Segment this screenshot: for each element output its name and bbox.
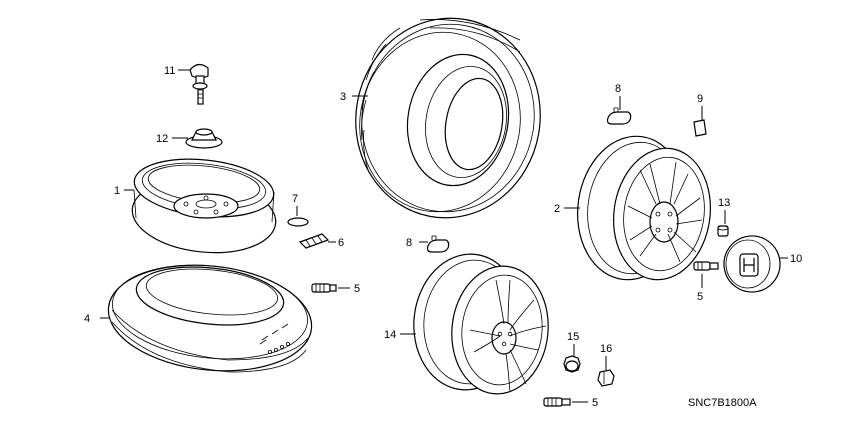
- leader-lines: [100, 69, 788, 403]
- callout-4: 4: [84, 313, 90, 325]
- callout-8a: 8: [615, 83, 621, 95]
- callout-8b: 8: [406, 237, 412, 249]
- callout-labels: 11 12 1 4 7 6 5 3 8 8 9 2 13 10 5 14 15 …: [84, 65, 802, 409]
- center-cap-drawing: [723, 235, 781, 293]
- valve-stem-drawing-2: [693, 261, 719, 271]
- callout-16: 16: [600, 343, 612, 355]
- spare-tire-nut-drawing: [185, 128, 223, 149]
- balance-weight-disc-drawing: [287, 217, 309, 227]
- center-cap-small-drawing: [563, 355, 581, 373]
- alloy-wheel-b-drawing: [413, 253, 549, 395]
- lug-nut-drawing: [597, 369, 615, 387]
- callout-3: 3: [340, 91, 346, 103]
- callout-10: 10: [790, 253, 802, 265]
- callout-14: 14: [384, 329, 396, 341]
- callout-15: 15: [567, 331, 579, 343]
- callout-13: 13: [718, 197, 730, 209]
- balance-weight-strip-drawing: [298, 233, 330, 249]
- callout-6: 6: [338, 237, 344, 249]
- wheel-nut-drawing: [717, 225, 729, 237]
- callout-5c: 5: [592, 397, 598, 409]
- callout-5a: 5: [354, 283, 360, 295]
- callout-2: 2: [554, 203, 560, 215]
- alloy-wheel-a-drawing: [576, 135, 712, 281]
- callout-1: 1: [114, 185, 120, 197]
- valve-stem-drawing-1: [311, 283, 337, 293]
- spare-tire-bolt-drawing: [189, 63, 209, 105]
- callout-5b: 5: [697, 291, 703, 303]
- valve-stem-drawing-3: [543, 397, 571, 407]
- tire-drawing: [355, 17, 541, 219]
- spare-tire-drawing: [107, 264, 313, 373]
- diagram-code: SNC7B1800A: [688, 397, 757, 409]
- callout-11: 11: [164, 65, 175, 77]
- spare-steel-wheel-drawing: [131, 158, 277, 254]
- adhesive-weight-drawing: [693, 119, 707, 137]
- callout-7: 7: [292, 193, 298, 205]
- callout-12: 12: [156, 133, 168, 145]
- clip-weight-drawing-2: [426, 235, 450, 253]
- clip-weight-drawing-1: [606, 107, 632, 125]
- callout-9: 9: [697, 93, 703, 105]
